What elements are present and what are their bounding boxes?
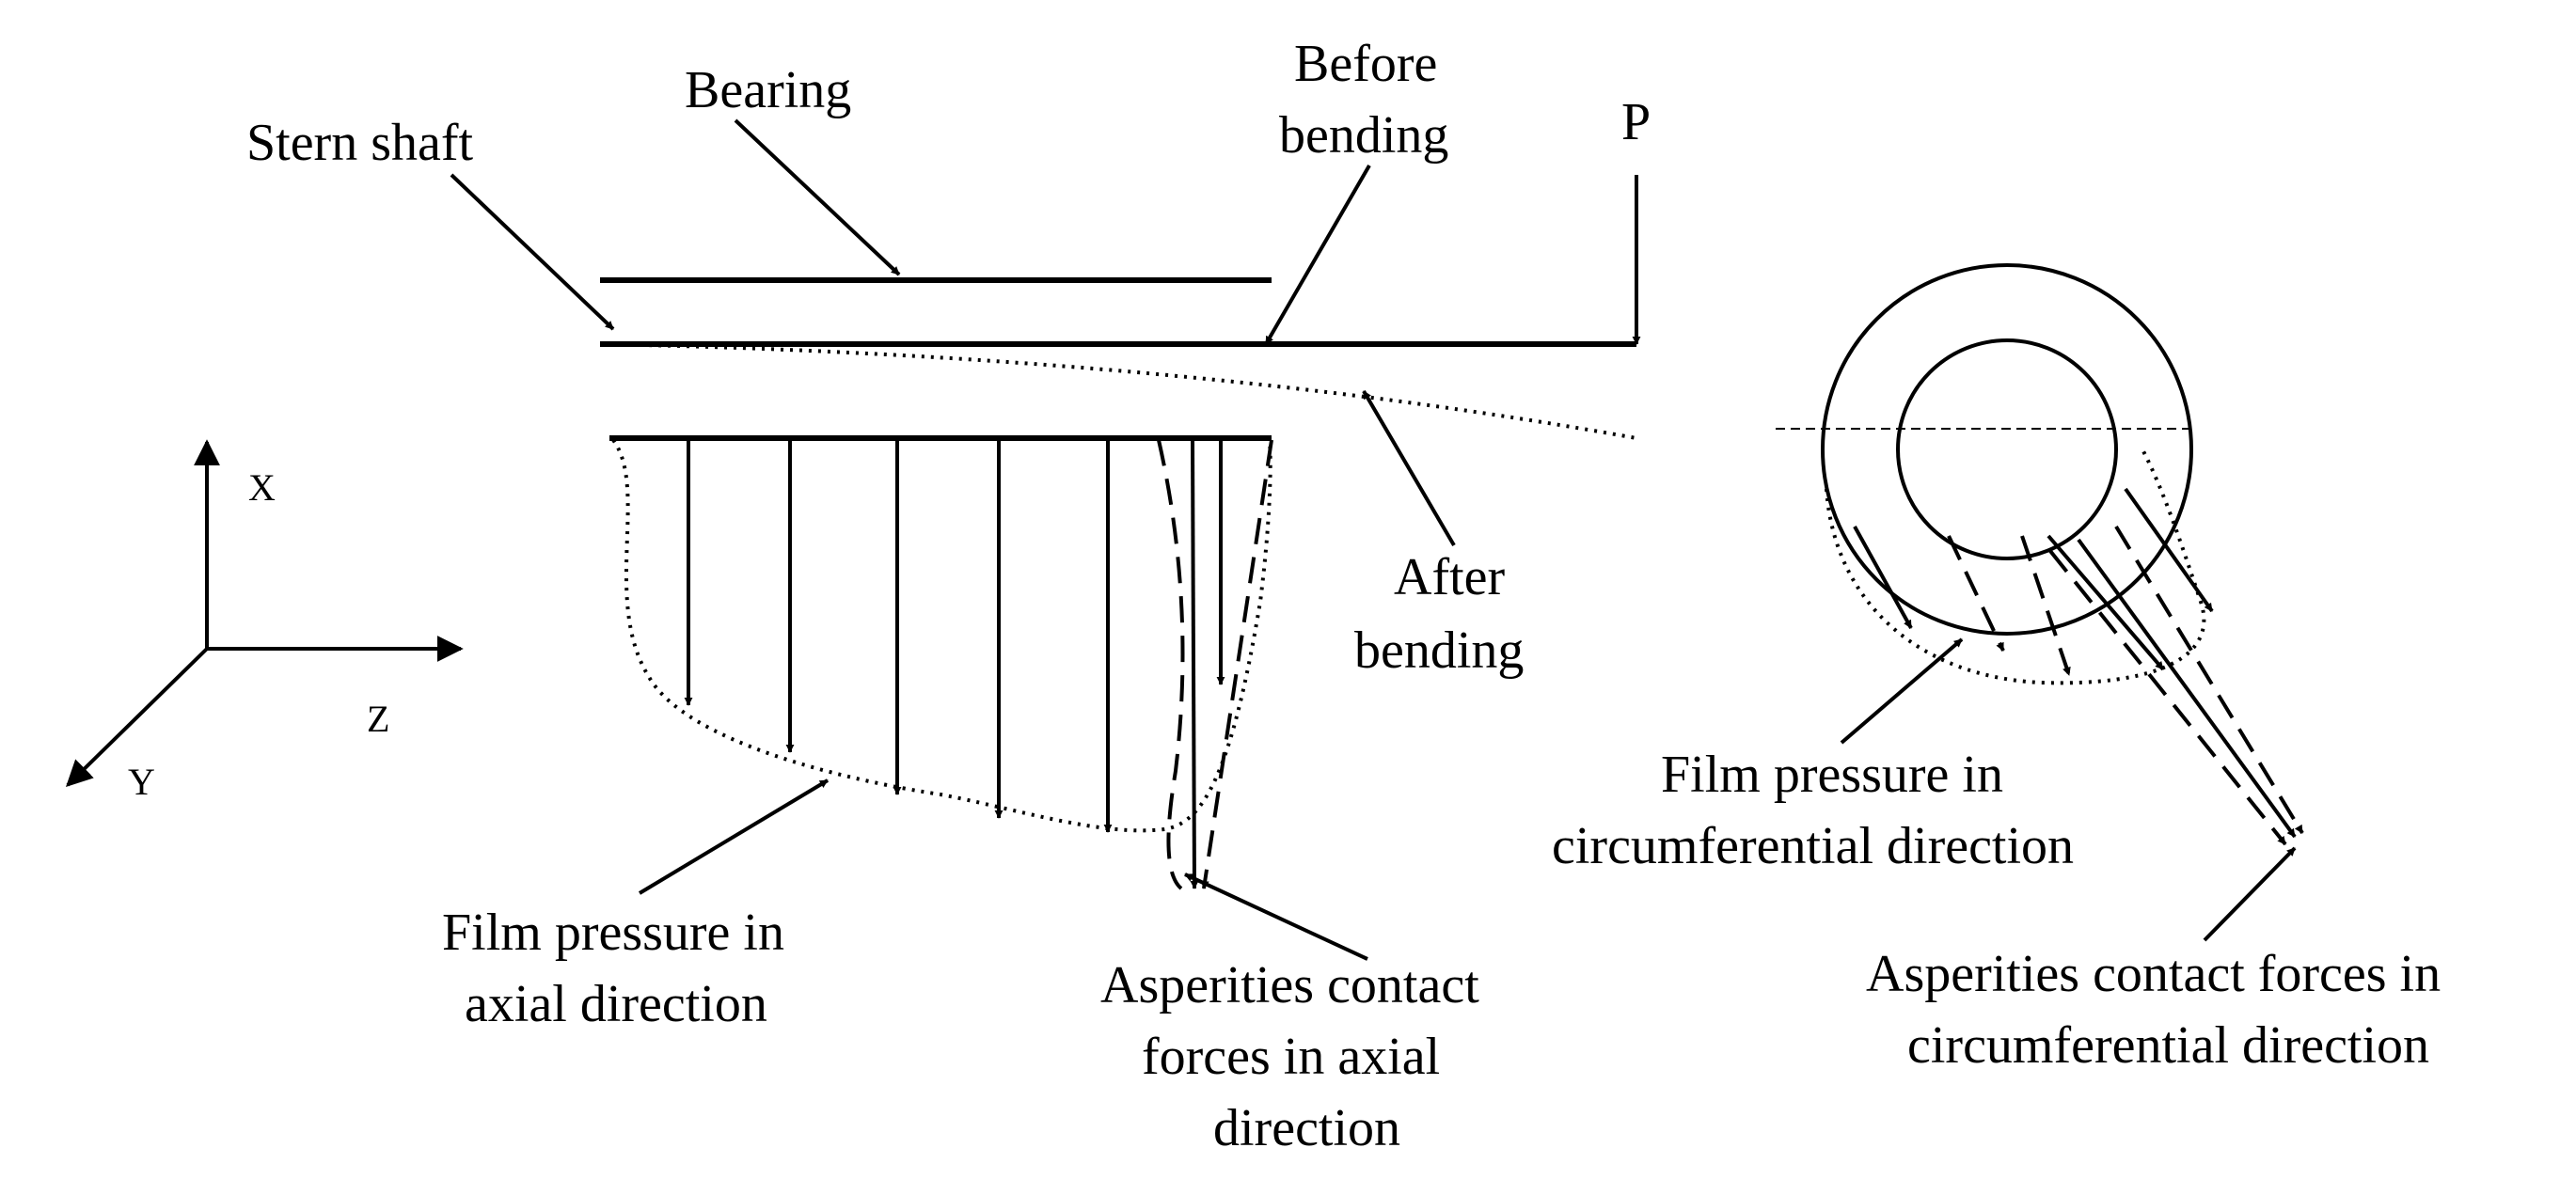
leader-film-circ [1840,637,1964,745]
shaft-after-bending [601,342,1637,440]
circ-pressure-arrow-1 [1853,526,1913,629]
circ-pressure-arrow-2 [1947,535,2005,652]
label-asperity-axial-line2: forces in axial [1142,1028,1440,1086]
leader-asperity-circ [2203,846,2297,942]
leader-stern-shaft [450,173,615,331]
leader-after-bending [1362,389,1456,547]
circ-asperity-arrow-solid [2077,538,2297,839]
label-film-circ-line1: Film pressure in [1661,746,2003,804]
axial-asperity-forces [1157,439,1273,890]
asperity-envelope-dashed [1157,439,1185,890]
leader-before-bending [1264,164,1371,346]
leader-asperity-axial [1184,873,1368,961]
label-asperity-axial-line3: direction [1213,1099,1400,1157]
y-axis-label: Y [128,761,155,803]
shaft-assembly [600,175,1641,441]
label-load-p: P [1621,93,1651,151]
coordinate-axes: X Z Y [65,439,464,803]
bearing-outer-circle [1821,263,2193,636]
circ-asperity-arrow-dashed [2048,549,2287,846]
circ-pressure-arrow-5 [2124,487,2214,613]
label-asperity-axial-line1: Asperities contact [1100,956,1479,1014]
y-axis-arrow [65,647,209,787]
label-film-circ-line2: circumferential direction [1552,817,2074,875]
label-asperity-circ-line2: circumferential direction [1907,1016,2429,1075]
leader-bearing [734,118,901,276]
label-bearing: Bearing [685,61,851,119]
circ-pressure-arrow-4 [2047,534,2165,671]
asperity-arrow-dashed [1200,439,1273,889]
label-before-bending-line2: bending [1279,106,1448,165]
label-film-axial-line1: Film pressure in [442,904,784,962]
circumferential-section [1776,263,2304,846]
label-film-axial-line2: axial direction [465,975,767,1033]
circ-pressure-arrow-3 [2020,535,2071,676]
x-axis-label: X [248,466,276,509]
labels: Stern shaft Bearing Before bending P Aft… [246,35,2441,1157]
circumferential-pressure-envelope [1825,448,2206,685]
axial-film-pressure [611,438,1272,833]
asperity-arrow-solid-1 [1190,439,1199,889]
label-before-bending-line1: Before [1294,35,1437,93]
label-asperity-circ-line1: Asperities contact forces in [1866,945,2441,1003]
circ-asperity-arrow-dashed-2 [2114,525,2304,835]
leader-lines [450,118,2297,961]
leader-film-axial [638,778,830,895]
label-after-bending-line2: bending [1354,621,1524,680]
label-stern-shaft: Stern shaft [246,114,474,172]
label-after-bending-line1: After [1394,548,1506,606]
shaft-inner-circle [1896,338,2118,560]
z-axis-label: Z [367,698,389,740]
